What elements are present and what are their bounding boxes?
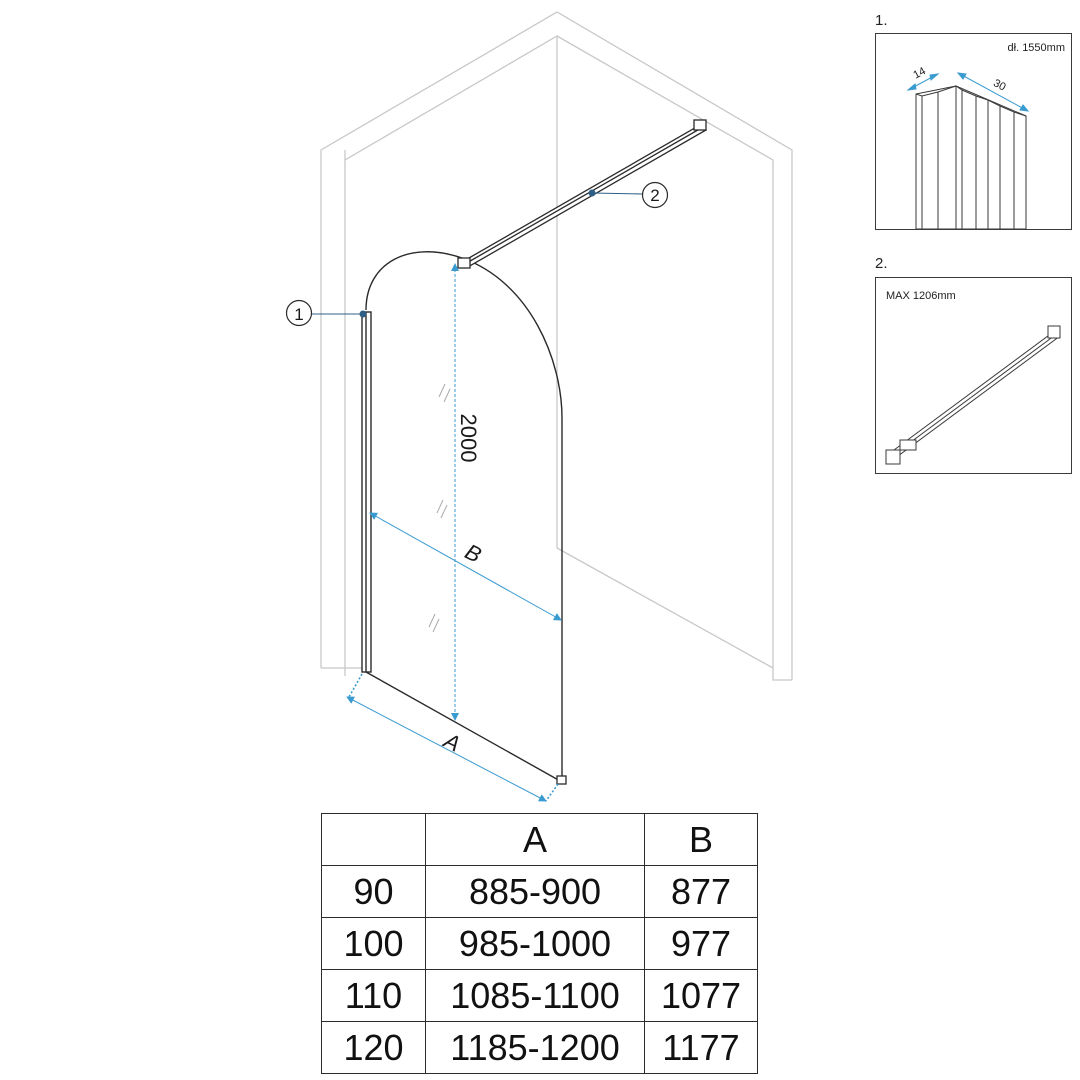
table-header-a: A: [425, 813, 645, 866]
table-header-row: A B: [321, 813, 758, 866]
stabiliser-bar: [457, 119, 708, 269]
callout-1-number: 1: [294, 305, 303, 324]
table-cell-a: 1185-1200: [425, 1021, 645, 1074]
wall-profile: [361, 311, 372, 673]
table-cell-b: 877: [644, 865, 758, 918]
table-cell-size: 100: [321, 917, 426, 970]
profile-depth-label: 14: [911, 65, 927, 81]
table-header-size: [321, 813, 426, 866]
table-row: 110 1085-1100 1077: [321, 969, 758, 1022]
detail-1-box: dł. 1550mm 14 30: [875, 33, 1072, 230]
glass-panel: [365, 251, 563, 784]
callout-1: 1: [285, 299, 367, 327]
bottom-bracket: [556, 775, 567, 785]
detail-2-title: 2.: [875, 255, 888, 272]
callout-2: 2: [588, 181, 669, 209]
wall-profile-detail: 14 30: [906, 65, 1030, 229]
height-label: 2000: [456, 414, 481, 463]
width-a-label: A: [438, 727, 464, 757]
table-cell-a: 1085-1100: [425, 969, 645, 1022]
callout-2-number: 2: [650, 186, 659, 205]
table-cell-size: 110: [321, 969, 426, 1022]
width-b-label: B: [461, 539, 485, 568]
shower-screen-diagram: 2000 B A 1 2: [285, 11, 793, 802]
table-cell-a: 885-900: [425, 865, 645, 918]
table-cell-size: 120: [321, 1021, 426, 1074]
table-cell-size: 90: [321, 865, 426, 918]
table-row: 120 1185-1200 1177: [321, 1021, 758, 1074]
width-a-dimension-line: [346, 696, 547, 802]
table-header-b: B: [644, 813, 758, 866]
dimension-lines: [346, 263, 562, 802]
glass-reflections: [428, 383, 451, 633]
profile-length-note: dł. 1550mm: [1007, 42, 1065, 54]
bar-max-length-note: MAX 1206mm: [886, 290, 956, 302]
width-b-dimension-line: [369, 512, 562, 621]
table-cell-b: 1077: [644, 969, 758, 1022]
table-cell-a: 985-1000: [425, 917, 645, 970]
table-cell-b: 977: [644, 917, 758, 970]
wall-corner: [320, 11, 793, 681]
stabiliser-bar-detail: [885, 325, 1061, 465]
table-row: 90 885-900 877: [321, 865, 758, 918]
table-row: 100 985-1000 977: [321, 917, 758, 970]
profile-width-label: 30: [991, 77, 1007, 93]
dimension-table: A B 90 885-900 877 100 985-1000 977 110 …: [321, 813, 758, 1074]
detail-2-box: MAX 1206mm: [875, 277, 1072, 474]
detail-1-title: 1.: [875, 12, 888, 29]
table-cell-b: 1177: [644, 1021, 758, 1074]
